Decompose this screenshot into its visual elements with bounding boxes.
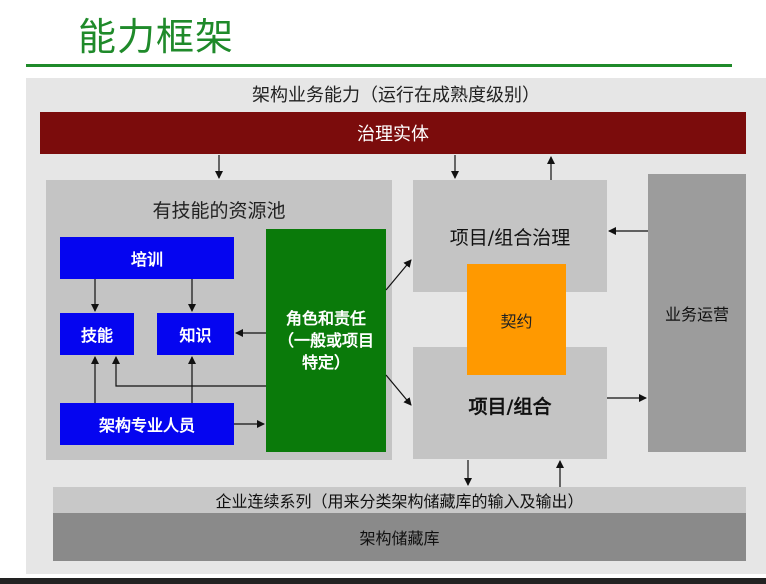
project-governance-label: 项目/组合治理 xyxy=(449,226,571,249)
resource-pool-label: 有技能的资源池 xyxy=(152,199,286,222)
operations-panel: 业务运营 xyxy=(648,174,746,452)
architects-box: 架构专业人员 xyxy=(60,403,234,445)
continuum-bar: 企业连续系列（用来分类架构储藏库的输入及输出） xyxy=(53,487,746,513)
skills-box: 技能 xyxy=(60,313,134,355)
repository-bar: 架构储藏库 xyxy=(53,513,746,561)
project-label: 项目/组合 xyxy=(468,395,552,418)
contract-box: 契约 xyxy=(467,264,566,375)
bottom-divider xyxy=(0,578,766,584)
capability-frame-label: 架构业务能力（运行在成熟度级别） xyxy=(252,85,540,106)
roles-line-1: 角色和责任 xyxy=(285,308,366,328)
roles-line-3: 特定） xyxy=(301,352,350,372)
knowledge-box: 知识 xyxy=(157,313,234,355)
training-box: 培训 xyxy=(60,237,234,279)
governance-bar: 治理实体 xyxy=(40,112,746,154)
title-divider xyxy=(26,64,732,67)
roles-line-2: （一般或项目 xyxy=(277,330,374,350)
page-title: 能力框架 xyxy=(78,15,235,59)
roles-box: 角色和责任 （一般或项目 特定） xyxy=(266,229,386,452)
